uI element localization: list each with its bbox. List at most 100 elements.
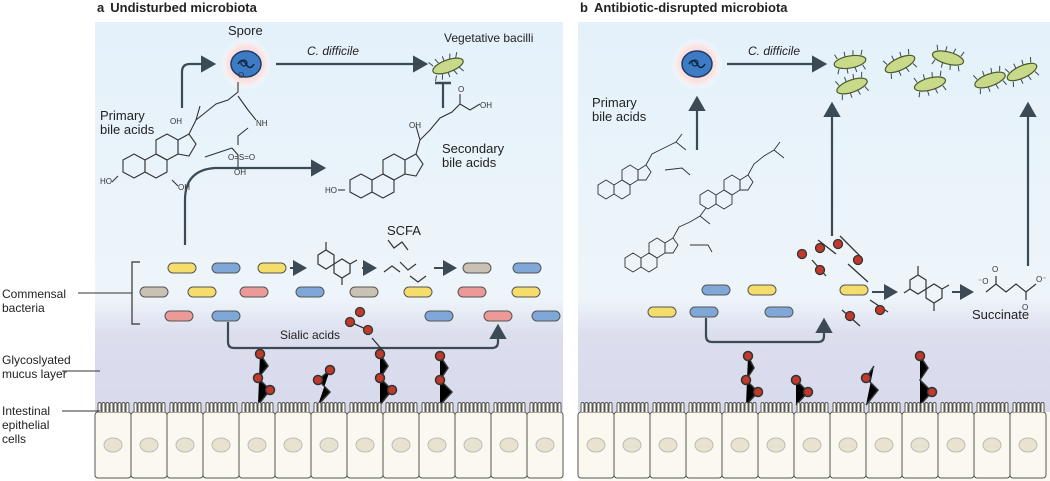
- cell-nucleus: [622, 437, 642, 453]
- microvilli: [457, 402, 490, 412]
- scfa-structures: [383, 239, 427, 283]
- cell-nucleus: [355, 437, 375, 453]
- svg-text:OH: OH: [409, 121, 421, 130]
- commensal-bacteria-b: [647, 284, 869, 318]
- label-epithelial-1: Intestinal: [2, 404, 51, 418]
- svg-text:NH: NH: [256, 119, 268, 128]
- svg-text:OH: OH: [234, 168, 246, 177]
- label-spore: Spore: [228, 23, 263, 38]
- cell-nucleus: [838, 437, 858, 453]
- microvilli: [832, 402, 865, 412]
- glycan-structure-b: [903, 266, 950, 311]
- microvilli: [688, 402, 721, 412]
- cell-nucleus: [175, 437, 195, 453]
- label-secondary-bile-a1: Secondary: [442, 141, 505, 156]
- cell-nucleus: [427, 437, 447, 453]
- cell-nucleus: [802, 437, 822, 453]
- cell-nucleus: [139, 437, 159, 453]
- microvilli: [493, 402, 526, 412]
- cell-nucleus: [535, 437, 555, 453]
- cell-nucleus: [982, 437, 1002, 453]
- label-succinate: Succinate: [972, 307, 1030, 322]
- cell-nucleus: [283, 437, 303, 453]
- cell-nucleus: [874, 437, 894, 453]
- cell-nucleus: [766, 437, 786, 453]
- label-secondary-bile-a2: bile acids: [442, 155, 497, 170]
- cell-nucleus: [946, 437, 966, 453]
- label-cdifficile-b: C. difficile: [748, 44, 801, 58]
- sialic-acid-molecules-b: [796, 235, 889, 327]
- epithelium-a: [94, 402, 564, 481]
- label-primary-bile-a2: bile acids: [100, 122, 155, 137]
- cell-nucleus: [1018, 437, 1038, 453]
- svg-text:OH: OH: [480, 101, 492, 110]
- spore-icon-b: [671, 38, 723, 90]
- label-epithelial-3: cells: [2, 432, 27, 446]
- vegetative-bacilli-b: [833, 44, 1040, 101]
- svg-text:O: O: [1022, 303, 1028, 312]
- spore-icon: [220, 38, 272, 90]
- cell-nucleus: [499, 437, 519, 453]
- panel-b-letter: b: [580, 0, 588, 15]
- svg-text:⁻O: ⁻O: [978, 277, 988, 286]
- primary-bile-acid-structures-b: [597, 133, 785, 273]
- panel-a-letter: a: [97, 0, 105, 15]
- microvilli: [205, 402, 238, 412]
- label-mucus-2: mucus layer: [2, 367, 67, 381]
- succinate-structure: [985, 276, 1037, 300]
- microvilli: [169, 402, 202, 412]
- svg-text:O⁻: O⁻: [1036, 275, 1046, 284]
- svg-text:O: O: [238, 71, 244, 80]
- svg-text:HO: HO: [100, 177, 112, 186]
- microvilli: [580, 402, 613, 412]
- microvilli: [133, 402, 166, 412]
- label-sialic-acids: Sialic acids: [280, 328, 341, 342]
- cell-nucleus: [247, 437, 267, 453]
- label-epithelial-2: epithelial: [2, 418, 50, 432]
- commensal-bacteria-a: [139, 262, 561, 322]
- microvilli: [313, 402, 346, 412]
- svg-text:OH: OH: [178, 183, 190, 192]
- svg-text:HO: HO: [325, 186, 337, 195]
- microvilli: [796, 402, 829, 412]
- label-commensal-2: bacteria: [2, 301, 45, 315]
- microvilli: [277, 402, 310, 412]
- secondary-bile-acid-structure: [338, 94, 481, 199]
- label-primary-bile-b1: Primary: [592, 95, 637, 110]
- vegetative-bacillus-icon: [428, 52, 464, 82]
- label-primary-bile-b2: bile acids: [592, 109, 647, 124]
- cell-nucleus: [730, 437, 750, 453]
- microvilli: [940, 402, 973, 412]
- cell-nucleus: [103, 437, 123, 453]
- microvilli: [652, 402, 685, 412]
- svg-text:OH: OH: [170, 117, 182, 126]
- glycan-structure-a: [317, 242, 358, 285]
- microvilli: [529, 402, 562, 412]
- microvilli: [385, 402, 418, 412]
- microvilli: [976, 402, 1009, 412]
- label-vegetative-bacilli: Vegetative bacilli: [444, 31, 534, 45]
- epithelium-b: [577, 402, 1050, 481]
- microvilli: [868, 402, 901, 412]
- cell-nucleus: [211, 437, 231, 453]
- label-cdifficile-a: C. difficile: [307, 44, 360, 58]
- cell-nucleus: [463, 437, 483, 453]
- label-mucus-1: Glycoslyated: [2, 353, 71, 367]
- primary-bile-acid-structure: [111, 82, 257, 187]
- label-commensal-1: Commensal: [2, 287, 67, 301]
- microvilli: [241, 402, 274, 412]
- microvilli: [760, 402, 793, 412]
- microvilli: [1012, 402, 1045, 412]
- svg-text:O: O: [992, 265, 998, 274]
- cell-nucleus: [694, 437, 714, 453]
- microvilli: [421, 402, 454, 412]
- label-primary-bile-a1: Primary: [100, 108, 145, 123]
- svg-text:O=S=O: O=S=O: [228, 153, 255, 162]
- microvilli: [616, 402, 649, 412]
- svg-text:O: O: [458, 85, 464, 94]
- microvilli: [97, 402, 130, 412]
- microvilli: [349, 402, 382, 412]
